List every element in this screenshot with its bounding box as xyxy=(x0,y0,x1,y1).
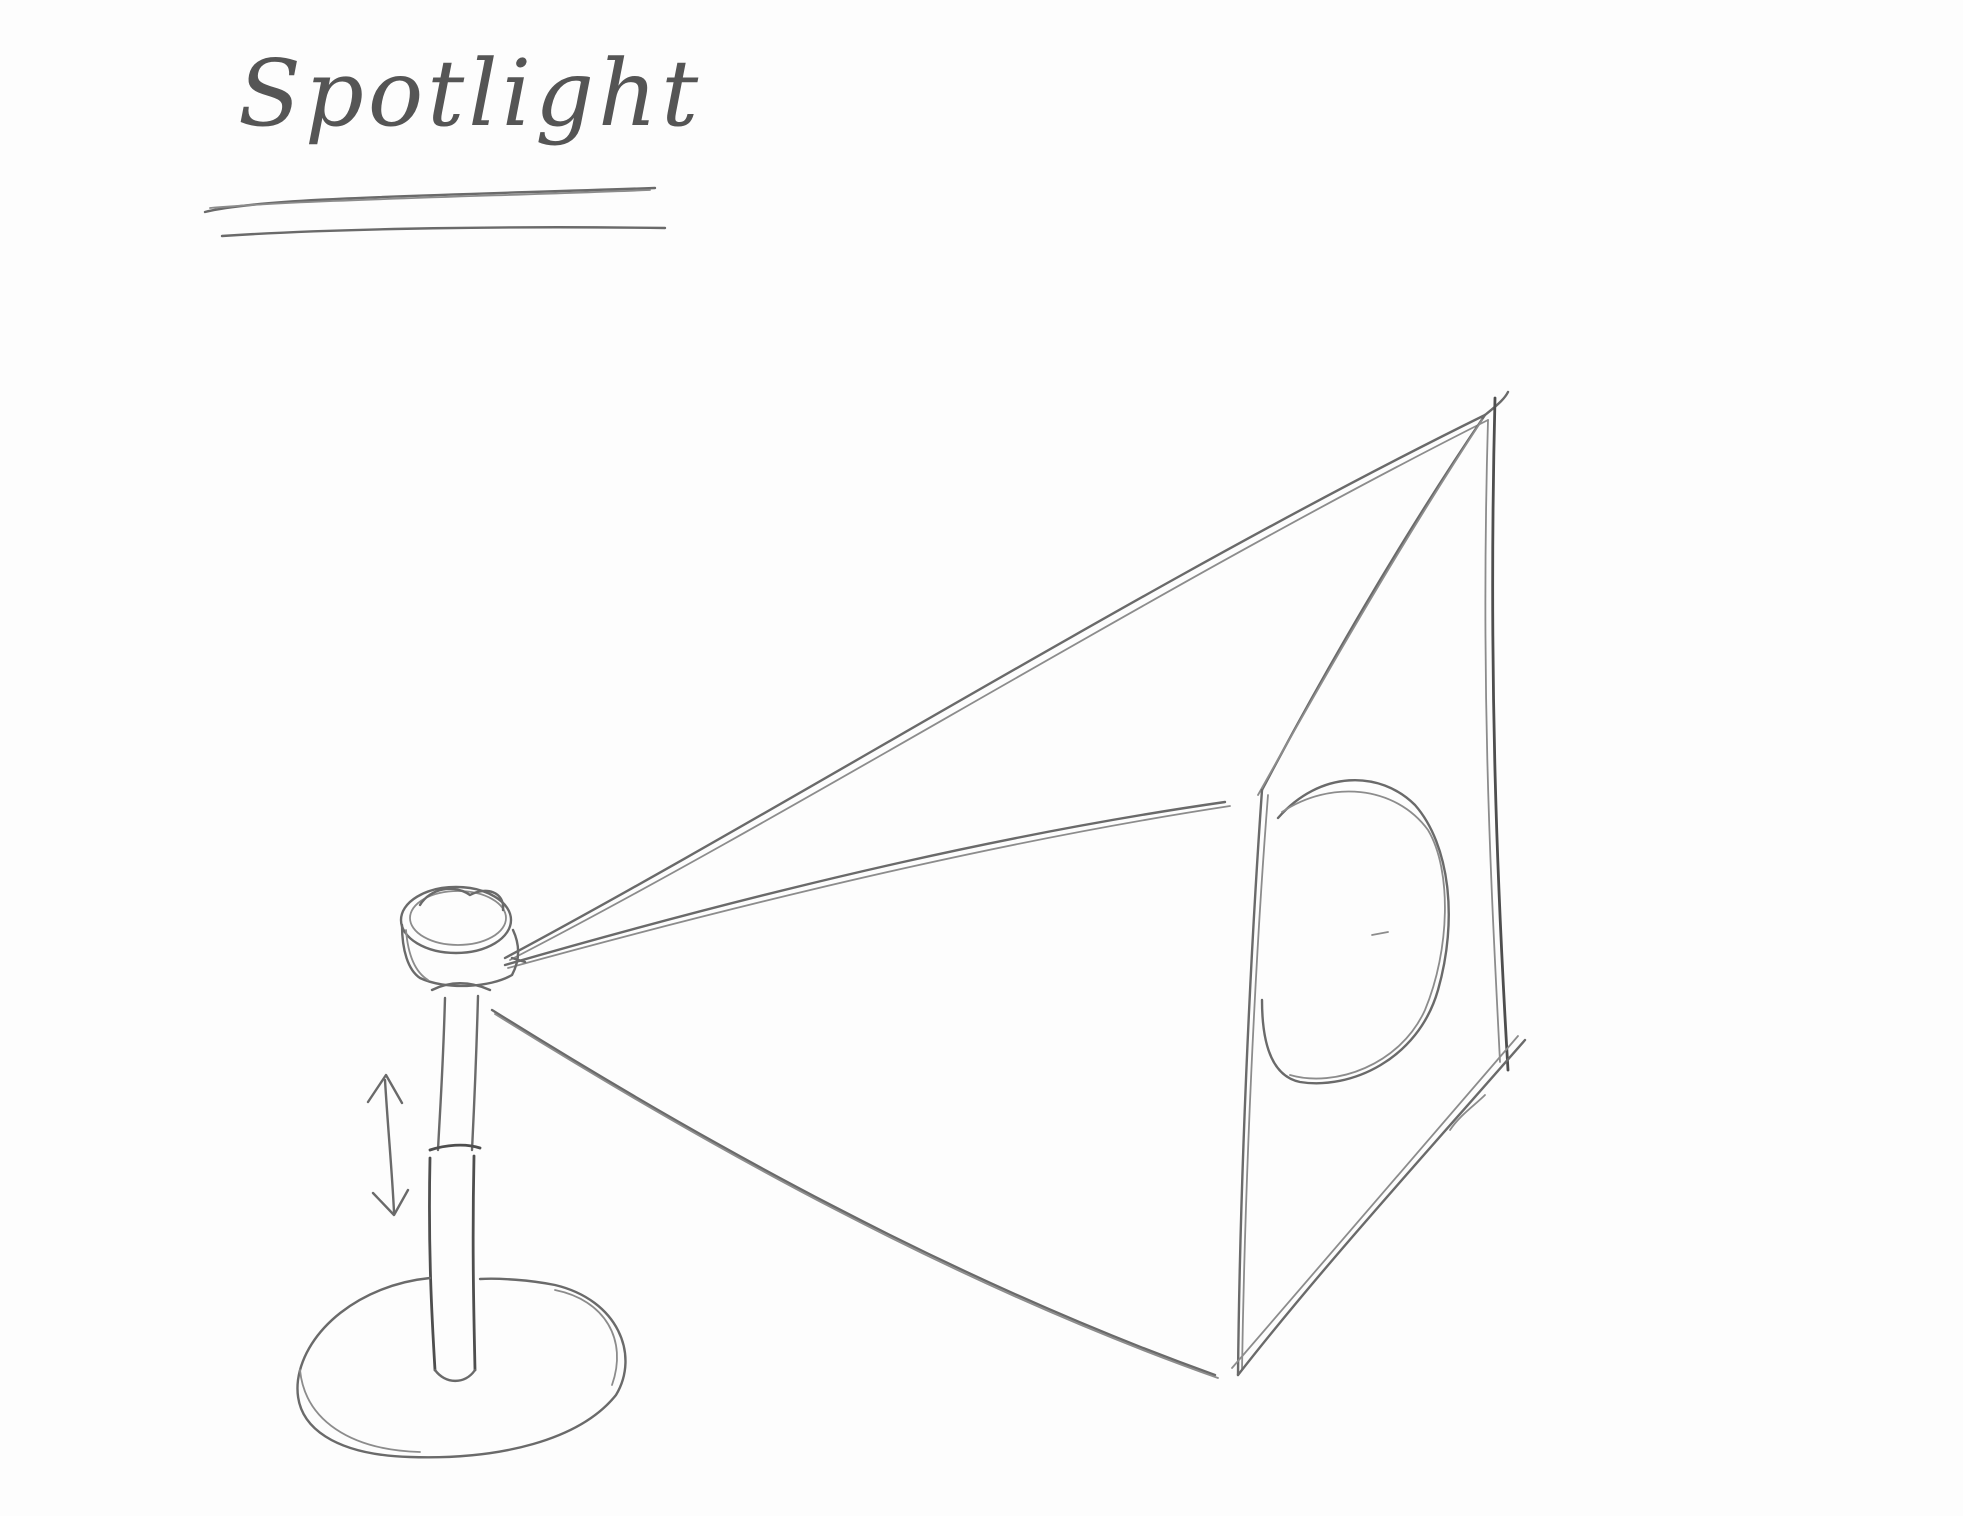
light-circle xyxy=(1260,779,1450,1085)
projection-surface xyxy=(1231,390,1527,1377)
lamp-head xyxy=(399,885,527,988)
lamp-base xyxy=(296,1276,627,1459)
lamp-pole xyxy=(428,982,492,1383)
title-underline xyxy=(203,186,667,238)
light-beam xyxy=(490,413,1489,1379)
sketch-title: Spotlight xyxy=(238,40,703,147)
height-arrow-icon xyxy=(366,1073,410,1217)
